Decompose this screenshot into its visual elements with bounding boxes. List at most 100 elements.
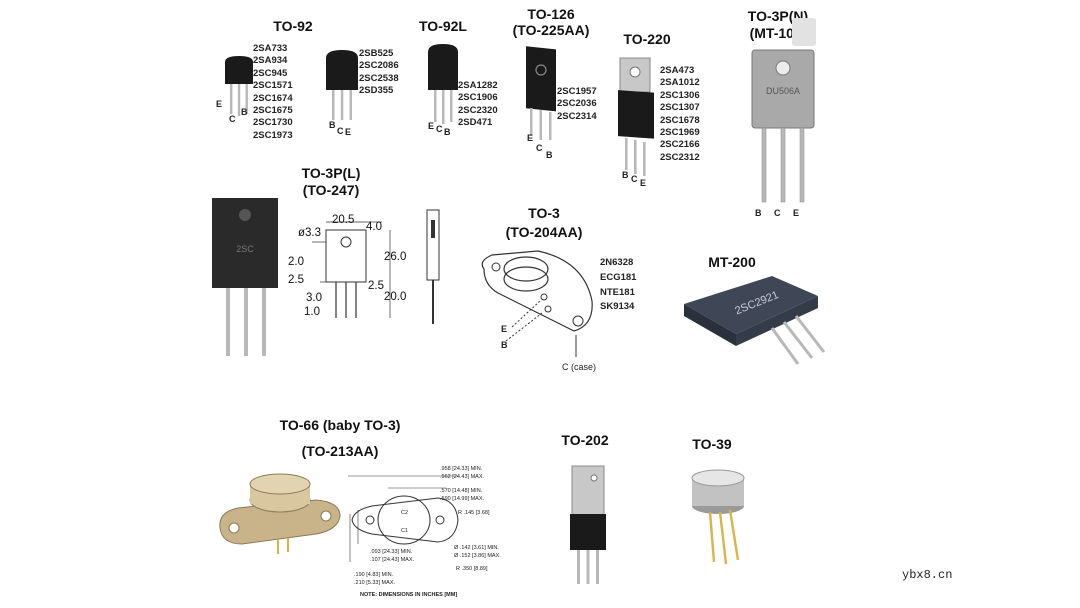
- to92l-pin-e: E: [428, 121, 435, 131]
- to247-dim-lead-step: 2.5: [368, 280, 384, 292]
- to247-dim-edge: 2.0: [288, 256, 304, 268]
- to220-part-item: 2SC2166: [660, 139, 700, 151]
- to92l-drawing: [428, 44, 458, 124]
- to220-part-item: 2SA1012: [660, 77, 700, 89]
- to126-title: TO-126: [527, 6, 575, 22]
- to247-dim-body-height: 26.0: [384, 251, 407, 263]
- to66-pin-c2: C2: [401, 510, 409, 516]
- to39-drawing: [691, 469, 745, 565]
- to92b-part-item: 2SC2086: [359, 60, 399, 72]
- to92-title: TO-92: [273, 18, 313, 34]
- to126-pin-b: B: [546, 150, 553, 160]
- to92l-part-item: 2SD471: [458, 117, 493, 129]
- to92b-pin-c: C: [337, 126, 344, 136]
- to220-part-item: 2SC1678: [660, 114, 700, 126]
- to220-part-item: 2SA473: [660, 65, 695, 76]
- to92b-part-item: 2SB525: [359, 48, 394, 59]
- to66-dim-5: R .145 [3.68]: [458, 510, 490, 516]
- to3pl-title: TO-3P(L): [301, 165, 361, 181]
- to66-dim-9: Ø .152 [3.86] MAX.: [454, 553, 501, 559]
- to220-drawing: [618, 57, 654, 176]
- to126-subtitle: (TO-225AA): [512, 22, 590, 38]
- to92-pin-b: B: [241, 107, 248, 117]
- window-corner-icon: [792, 18, 816, 46]
- to3pn-pin-c: C: [774, 208, 781, 218]
- to126-part-item: 2SC2314: [557, 110, 597, 122]
- watermark-text: ybx8.cn: [902, 568, 953, 582]
- to66-dim-12: .210 [5.33] MAX.: [354, 580, 395, 586]
- to92b-part-item: 2SD355: [359, 85, 394, 97]
- to202-drawing: [570, 465, 606, 584]
- to92-pin-e: E: [216, 99, 223, 109]
- to66-pin-c1: C1: [401, 528, 409, 534]
- to39-title: TO-39: [692, 436, 732, 452]
- to220-part-item: 2SC1969: [660, 127, 700, 139]
- to247-dimension-drawing: [312, 221, 391, 318]
- to202-title: TO-202: [561, 432, 609, 448]
- to3-pin-e: E: [501, 324, 508, 334]
- to66-dim-6: .093 [24.33] MIN.: [370, 549, 413, 555]
- to3pn-drawing: DU506A: [751, 49, 815, 203]
- to3-case-label: C (case): [562, 362, 597, 372]
- to92-part-item: 2SA733: [253, 43, 288, 54]
- to126-pin-c: C: [536, 143, 543, 153]
- to92-part-item: 2SC945: [253, 67, 288, 79]
- to247-dim-lead-width: 3.0: [306, 292, 322, 304]
- to66-dim-11: .190 [4.83] MIN.: [354, 572, 394, 578]
- to66-dimension-drawing: [348, 475, 459, 562]
- to92-pin-c: C: [229, 114, 236, 124]
- to92b-pin-b: B: [329, 120, 336, 130]
- to92-part-item: 2SA934: [253, 55, 288, 67]
- to66-dim-8: Ø .142 [3.61] MIN.: [454, 545, 499, 551]
- to220-part-item: 2SC2312: [660, 151, 700, 163]
- to220-title: TO-220: [623, 31, 671, 47]
- to247-dim-hole: ø3.3: [298, 227, 322, 239]
- to247-side-view: [426, 209, 440, 324]
- to3pl-drawing: 2SC: [212, 198, 278, 356]
- to92-drawing: [225, 56, 253, 116]
- to247-dim-lead-thickness: 1.0: [304, 306, 320, 318]
- to3pn-pin-e: E: [793, 208, 800, 218]
- to92-part-item: 2SC1674: [253, 92, 293, 104]
- to92-part-item: 2SC1675: [253, 105, 293, 117]
- to126-drawing: [526, 46, 556, 140]
- to92l-part-item: 2SA1282: [458, 80, 498, 91]
- to3pn-pin-b: B: [755, 208, 762, 218]
- mt200-title: MT-200: [708, 254, 756, 270]
- to66-dim-1: .958 [24.33] MIN.: [440, 466, 483, 472]
- to92l-pin-b: B: [444, 127, 451, 137]
- to220-part-item: 2SC1306: [660, 89, 700, 101]
- mt200-drawing: 2SC2921: [684, 276, 826, 365]
- to3-subtitle: (TO-204AA): [505, 224, 583, 240]
- to220-pin-c: C: [631, 174, 638, 184]
- to66-dim-7: .107 [24.43] MAX.: [370, 557, 415, 563]
- to92-part-item: 2SC1973: [253, 129, 293, 141]
- to92l-pin-c: C: [436, 124, 443, 134]
- to247-dim-tab: 4.0: [366, 221, 382, 233]
- to126-part-item: 2SC2036: [557, 98, 597, 110]
- to3pn-marking: DU506A: [766, 86, 800, 96]
- to92l-title: TO-92L: [419, 18, 467, 34]
- to92b-drawing: [326, 50, 358, 120]
- to3-title: TO-3: [528, 205, 560, 221]
- to126-part-item: 2SC1957: [557, 86, 597, 97]
- to3-pin-b: B: [501, 340, 508, 350]
- to220-pin-b: B: [622, 170, 629, 180]
- to3-part-item: SK9134: [600, 301, 635, 313]
- to3pl-marking: 2SC: [236, 244, 254, 254]
- to126-pin-e: E: [527, 133, 534, 143]
- to247-dim-lead-length: 20.0: [384, 291, 407, 303]
- to220-pin-e: E: [640, 178, 647, 188]
- to247-dim-width: 20.5: [332, 214, 355, 226]
- to92-part-item: 2SC1730: [253, 117, 293, 129]
- to66-dim-4: .590 [14.99] MAX.: [440, 496, 485, 502]
- to3-part-item: NTE181: [600, 286, 635, 298]
- to3-part-item: ECG181: [600, 271, 637, 283]
- to3-part-item: 2N6328: [600, 257, 634, 268]
